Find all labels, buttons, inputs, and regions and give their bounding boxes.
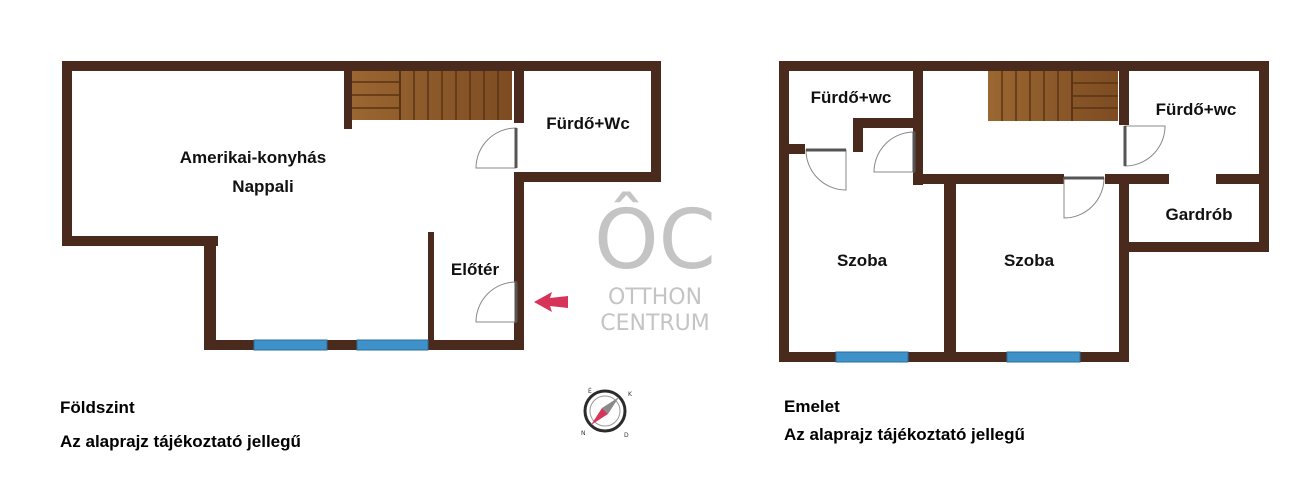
upper-stairs bbox=[988, 71, 1118, 121]
ground-windows bbox=[253, 339, 429, 351]
watermark-logo: ÔC bbox=[594, 191, 716, 288]
room-living-label-line2: Nappali bbox=[232, 177, 293, 196]
watermark-line2: CENTRUM bbox=[600, 311, 710, 336]
room-hall-label: Előtér bbox=[451, 260, 500, 279]
ground-stairs bbox=[350, 70, 512, 120]
ground-entrance-door bbox=[475, 281, 518, 323]
watermark-line1: OTTHON bbox=[608, 285, 702, 310]
upper-windows bbox=[835, 351, 1081, 363]
compass-letter-e: K bbox=[628, 391, 633, 398]
ground-walls bbox=[62, 61, 661, 350]
upper-hall-door bbox=[873, 131, 916, 173]
compass-icon: É K D N bbox=[581, 387, 633, 439]
compass-letter-w: N bbox=[581, 430, 586, 437]
ground-floor-caption-note: Az alaprajz tájékoztató jellegű bbox=[60, 432, 301, 451]
upper-floor-caption-note: Az alaprajz tájékoztató jellegű bbox=[784, 425, 1025, 444]
upper-right-bathroom-door bbox=[1123, 125, 1166, 167]
upper-bathroom-right-label: Fürdő+wc bbox=[1156, 100, 1237, 119]
upper-floor-caption-title: Emelet bbox=[784, 397, 840, 416]
upper-room-left-label: Szoba bbox=[837, 251, 888, 270]
upper-floor-plan: Fürdő+wc Fürdő+wc Gardrób Szoba Szoba bbox=[779, 61, 1269, 363]
upper-right-room-door bbox=[1063, 176, 1105, 219]
ground-floor-plan: Amerikai-konyhás Nappali Fürdő+Wc Előtér bbox=[62, 61, 661, 351]
upper-left-bathroom-door bbox=[805, 148, 847, 191]
upper-wardrobe-label: Gardrób bbox=[1165, 205, 1232, 224]
entrance-arrow-icon bbox=[534, 292, 568, 312]
ground-floor-caption-title: Földszint bbox=[60, 398, 135, 417]
compass-letter-n: É bbox=[588, 387, 592, 395]
upper-walls bbox=[779, 61, 1269, 362]
upper-room-right-label: Szoba bbox=[1004, 251, 1055, 270]
ground-bathroom-door bbox=[475, 127, 518, 169]
upper-bathroom-left-label: Fürdő+wc bbox=[811, 88, 892, 107]
room-living-label-line1: Amerikai-konyhás bbox=[180, 148, 326, 167]
compass-letter-s: D bbox=[624, 432, 629, 439]
otthon-centrum-watermark: ÔC OTTHON CENTRUM bbox=[594, 191, 716, 336]
room-bathroom-label: Fürdő+Wc bbox=[546, 114, 630, 133]
